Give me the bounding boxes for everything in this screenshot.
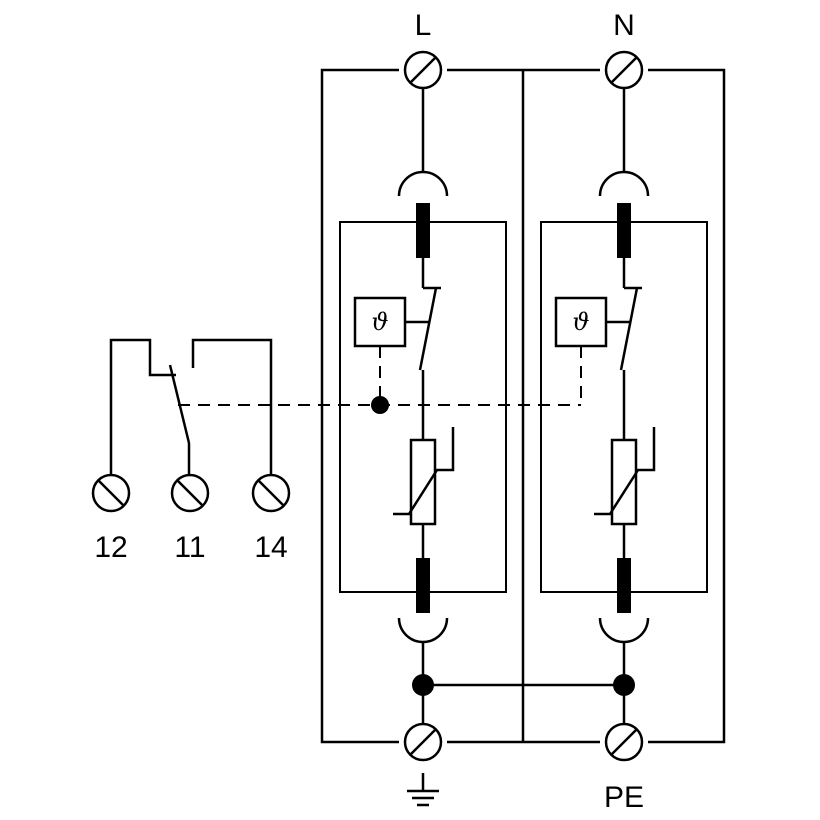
screw-terminal-icon bbox=[403, 722, 443, 762]
plug-contact-top bbox=[598, 170, 650, 197]
fuse-top bbox=[416, 203, 430, 258]
ground-icon bbox=[407, 773, 439, 807]
screw-terminal-icon bbox=[604, 50, 644, 90]
screw-terminal-icon bbox=[604, 722, 644, 762]
varistor bbox=[409, 438, 437, 526]
contact-label-12: 12 bbox=[94, 531, 127, 564]
screw-terminal-icon bbox=[251, 473, 291, 513]
linkage-junction-dot bbox=[371, 396, 389, 414]
screw-terminal-icon bbox=[91, 473, 131, 513]
contact-label-11: 11 bbox=[174, 531, 205, 564]
terminal-label-pe: PE bbox=[604, 781, 644, 814]
remote-signal-contact bbox=[109, 338, 273, 475]
thermal-disconnect-switch bbox=[619, 287, 639, 371]
plug-contact-bottom bbox=[397, 617, 449, 644]
terminal-label-n: N bbox=[613, 9, 635, 42]
varistor bbox=[610, 438, 638, 526]
fuse-bottom bbox=[617, 558, 631, 613]
fuse-bottom bbox=[416, 558, 430, 613]
terminal-label-l: L bbox=[415, 9, 432, 42]
contact-label-14: 14 bbox=[254, 531, 287, 564]
plug-contact-bottom bbox=[598, 617, 650, 644]
thermal-symbol-icon: ϑ bbox=[371, 308, 388, 336]
thermal-symbol-icon: ϑ bbox=[572, 308, 589, 336]
plug-contact-top bbox=[397, 170, 449, 197]
pole-right: ϑ bbox=[540, 88, 708, 724]
pole-left: ϑ bbox=[339, 88, 507, 724]
thermal-disconnect-switch bbox=[418, 287, 438, 371]
screw-terminal-icon bbox=[403, 50, 443, 90]
screw-terminal-icon bbox=[170, 473, 210, 513]
fuse-top bbox=[617, 203, 631, 258]
